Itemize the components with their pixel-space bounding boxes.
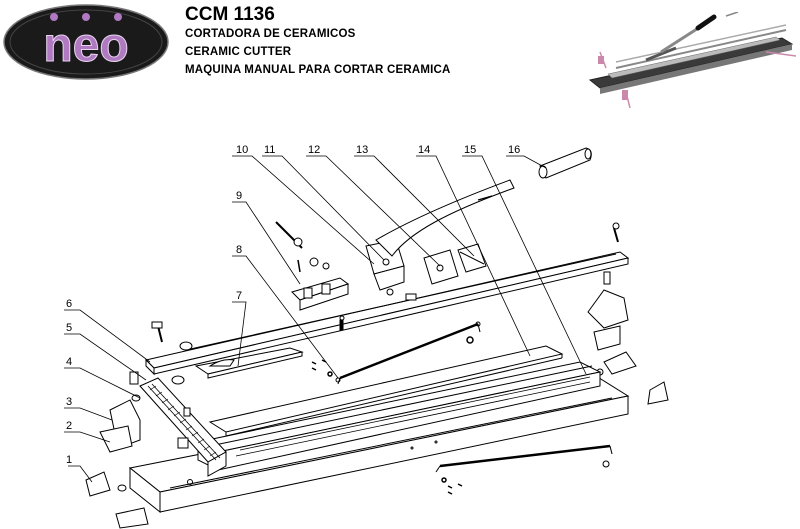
main-rail [196, 361, 602, 471]
subtitle-es-long: MAQUINA MANUAL PARA CORTAR CERAMICA [185, 64, 451, 76]
lever-handle [375, 179, 515, 257]
leader-lines [64, 155, 587, 483]
part-number-8: 8 [236, 244, 242, 256]
part-number-2: 2 [66, 420, 72, 432]
part-number-3: 3 [66, 396, 72, 408]
rubber-strip [208, 345, 564, 437]
part-number-13: 13 [356, 144, 368, 156]
part-number-15: 15 [464, 144, 476, 156]
part-number-7: 7 [236, 290, 242, 302]
left-end-support [85, 321, 193, 529]
product-thumbnail [588, 12, 796, 109]
cutter-holder [423, 243, 487, 285]
part-number-4: 4 [66, 356, 72, 368]
scale-guide [139, 377, 227, 477]
part-number-10: 10 [236, 144, 248, 156]
model-title: CCM 1136 [185, 4, 275, 25]
part-number-9: 9 [236, 190, 242, 202]
push-rod-lower [435, 444, 613, 473]
part-number-6: 6 [66, 298, 72, 310]
scoring-head [275, 221, 350, 311]
grip [538, 147, 592, 179]
part-number-12: 12 [308, 144, 320, 156]
subtitle-en: CERAMIC CUTTER [185, 46, 292, 58]
subtitle-es: CORTADORA DE CERAMICOS [185, 28, 356, 40]
part-number-14: 14 [418, 144, 430, 156]
logo-text: neo [43, 19, 128, 72]
part-number-11: 11 [264, 144, 275, 156]
part-number-16: 16 [508, 144, 520, 156]
support-plate [194, 347, 304, 379]
part-number-5: 5 [66, 322, 72, 334]
upper-guide-bar [145, 251, 630, 376]
part-number-1: 1 [66, 454, 72, 466]
neo-logo: neo [3, 4, 169, 80]
right-end-support [587, 222, 669, 405]
